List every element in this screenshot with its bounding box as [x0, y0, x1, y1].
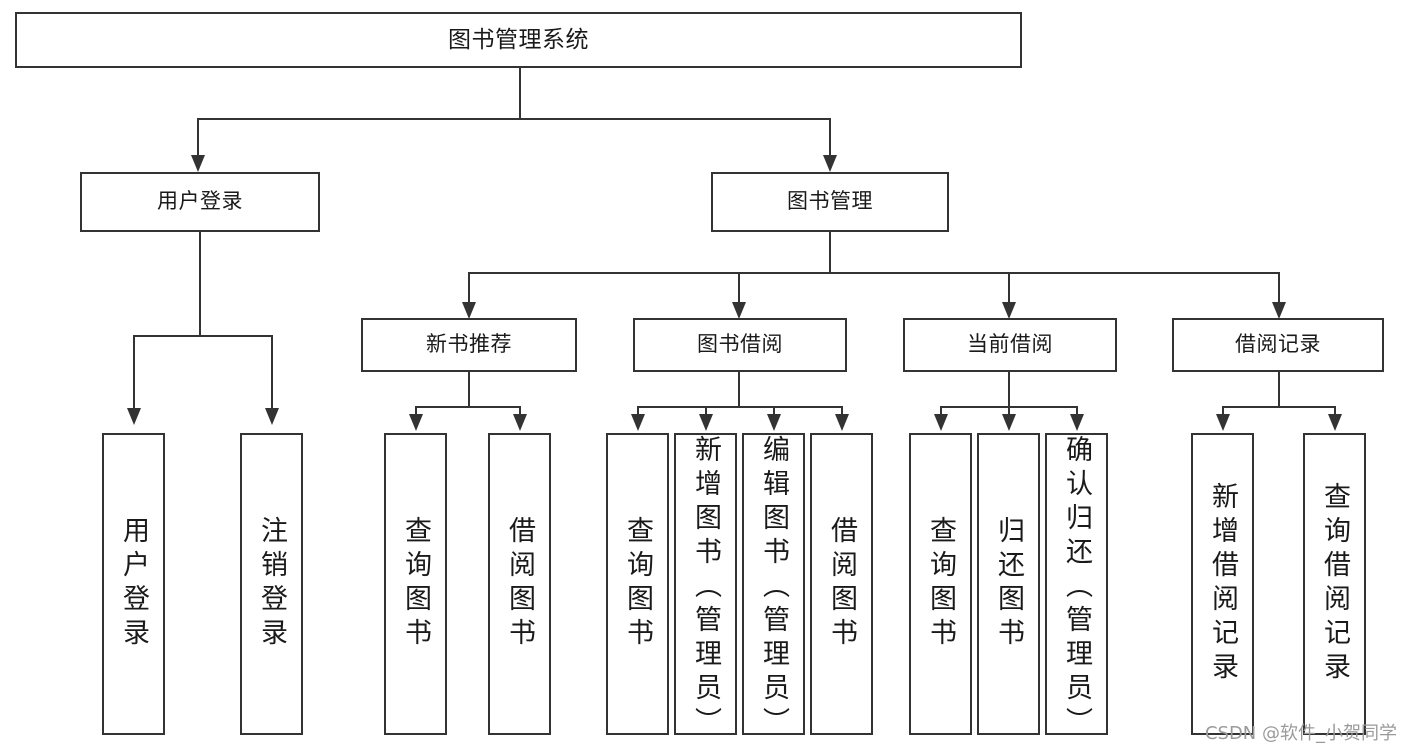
- node-leaf-edit-book[interactable]: 编辑图书（管理员）: [742, 433, 805, 741]
- node-leaf-query-book-borrow[interactable]: 查询图书: [606, 433, 669, 735]
- connector-book-manage-bus: [468, 272, 1280, 274]
- arrow-to-current-borrow: [1002, 302, 1016, 319]
- node-label: 查询图书: [926, 516, 956, 652]
- node-leaf-return-book[interactable]: 归还图书: [977, 433, 1040, 735]
- node-label: 新增图书（管理员）: [691, 435, 721, 741]
- connector-bb-drop-4: [841, 406, 843, 414]
- node-label: 图书管理系统: [448, 26, 589, 53]
- arrow-to-leaf-add-record: [1216, 414, 1230, 431]
- connector-nbr-stem: [468, 372, 470, 406]
- connector-user-login-drop-2: [271, 335, 273, 408]
- connector-bm-drop-1: [468, 272, 470, 302]
- arrow-to-leaf-borrow-book-1: [513, 414, 527, 431]
- node-label: 用户登录: [119, 516, 149, 652]
- node-label: 借阅记录: [1235, 332, 1321, 356]
- node-leaf-logout[interactable]: 注销登录: [240, 433, 303, 735]
- node-leaf-borrow-book-new[interactable]: 借阅图书: [488, 433, 551, 735]
- node-leaf-borrow-book[interactable]: 借阅图书: [810, 433, 873, 735]
- connector-cb-stem: [1008, 372, 1010, 406]
- node-book-manage[interactable]: 图书管理: [711, 172, 949, 232]
- node-leaf-confirm-return[interactable]: 确认归还（管理员）: [1045, 433, 1108, 741]
- connector-user-login-drop-1: [133, 335, 135, 408]
- node-label: 查询图书: [401, 516, 431, 652]
- node-leaf-query-book-current[interactable]: 查询图书: [909, 433, 972, 735]
- node-leaf-query-book-new[interactable]: 查询图书: [384, 433, 447, 735]
- node-user-login[interactable]: 用户登录: [80, 172, 320, 232]
- connector-cb-drop-1: [940, 406, 942, 414]
- connector-bb-bus: [637, 406, 842, 408]
- node-label: 查询图书: [623, 516, 653, 652]
- connector-cb-drop-3: [1076, 406, 1078, 414]
- connector-book-manage-stem: [829, 232, 831, 272]
- connector-br-drop-2: [1334, 406, 1336, 414]
- arrow-to-borrow-record: [1272, 302, 1286, 319]
- node-root-system[interactable]: 图书管理系统: [15, 12, 1022, 68]
- node-label: 借阅图书: [827, 516, 857, 652]
- arrow-to-leaf-borrow-book-2: [835, 414, 849, 431]
- node-label: 编辑图书（管理员）: [759, 435, 789, 741]
- node-label: 归还图书: [994, 516, 1024, 652]
- connector-bb-drop-3: [773, 406, 775, 414]
- node-label: 确认归还（管理员）: [1062, 435, 1092, 741]
- arrow-to-user-login: [191, 155, 205, 172]
- arrow-to-book-manage: [823, 155, 837, 172]
- watermark-text: CSDN @软件_小贺同学: [1204, 723, 1397, 744]
- connector-br-bus: [1222, 406, 1336, 408]
- connector-user-login-bus: [133, 335, 273, 337]
- connector-bb-drop-2: [705, 406, 707, 414]
- arrow-to-leaf-return-book: [1002, 414, 1016, 431]
- arrow-to-new-book-recommend: [462, 302, 476, 319]
- node-label: 借阅图书: [505, 516, 535, 652]
- node-label: 当前借阅: [967, 332, 1053, 356]
- arrow-to-leaf-query-book-3: [934, 414, 948, 431]
- arrow-to-book-borrow: [732, 302, 746, 319]
- node-current-borrow[interactable]: 当前借阅: [903, 318, 1117, 372]
- connector-bb-stem: [738, 372, 740, 406]
- connector-nbr-drop-2: [519, 406, 521, 414]
- node-label: 注销登录: [257, 516, 287, 652]
- node-leaf-add-book[interactable]: 新增图书（管理员）: [674, 433, 737, 741]
- node-book-borrow[interactable]: 图书借阅: [633, 318, 847, 372]
- node-label: 查询借阅记录: [1320, 482, 1350, 686]
- arrow-to-leaf-query-book-1: [409, 414, 423, 431]
- arrow-to-leaf-query-book-2: [631, 414, 645, 431]
- connector-root-drop-right: [829, 118, 831, 155]
- connector-nbr-bus: [415, 406, 521, 408]
- connector-bb-drop-1: [637, 406, 639, 414]
- connector-user-login-stem: [199, 232, 201, 335]
- connector-root-stem: [519, 68, 521, 118]
- node-label: 图书管理: [787, 189, 873, 213]
- node-borrow-record[interactable]: 借阅记录: [1172, 318, 1384, 372]
- connector-bm-drop-4: [1278, 272, 1280, 302]
- connector-br-stem: [1278, 372, 1280, 406]
- connector-br-drop-1: [1222, 406, 1224, 414]
- arrow-to-leaf-add-book: [699, 414, 713, 431]
- arrow-to-leaf-query-record: [1328, 414, 1342, 431]
- arrow-to-leaf-logout: [265, 408, 279, 425]
- node-label: 新书推荐: [426, 332, 512, 356]
- connector-bm-drop-2: [738, 272, 740, 302]
- node-label: 图书借阅: [697, 332, 783, 356]
- node-leaf-user-login[interactable]: 用户登录: [102, 433, 165, 735]
- connector-root-bus: [197, 118, 831, 120]
- arrow-to-leaf-user-login: [127, 408, 141, 425]
- node-leaf-add-record[interactable]: 新增借阅记录: [1191, 433, 1254, 735]
- node-label: 用户登录: [157, 189, 243, 213]
- connector-nbr-drop-1: [415, 406, 417, 414]
- node-label: 新增借阅记录: [1208, 482, 1238, 686]
- arrow-to-leaf-confirm-return: [1070, 414, 1084, 431]
- node-leaf-query-record[interactable]: 查询借阅记录: [1303, 433, 1366, 735]
- connector-bm-drop-3: [1008, 272, 1010, 302]
- node-new-book-recommend[interactable]: 新书推荐: [361, 318, 577, 372]
- arrow-to-leaf-edit-book: [767, 414, 781, 431]
- connector-root-drop-left: [197, 118, 199, 155]
- connector-cb-drop-2: [1008, 406, 1010, 414]
